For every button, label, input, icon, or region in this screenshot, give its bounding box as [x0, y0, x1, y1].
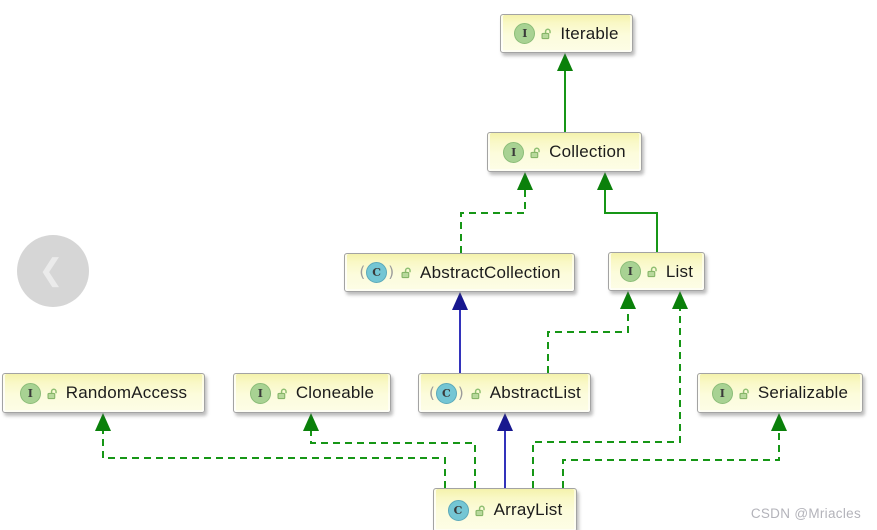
public-lock-icon	[475, 505, 485, 516]
edge-list-extends-collection	[604, 188, 658, 252]
class-name-label: List	[665, 261, 694, 281]
class-node-abstractcollection[interactable]: ( C ) AbstractCollection	[344, 253, 575, 292]
class-node-collection[interactable]: ( I ) Collection	[487, 132, 642, 172]
class-name-label: RandomAccess	[65, 383, 188, 402]
interface-icon: I	[249, 382, 271, 404]
class-name-label: Iterable	[560, 23, 619, 43]
arrowhead-abstractcollection	[452, 292, 468, 310]
class-node-randomaccess[interactable]: ( I ) RandomAccess	[2, 373, 205, 413]
public-lock-icon	[401, 267, 411, 279]
arrowhead-list	[672, 291, 688, 309]
interface-icon: I	[503, 141, 525, 163]
class-name-label: Cloneable	[295, 383, 375, 402]
interface-icon: I	[514, 23, 536, 44]
public-lock-icon	[739, 388, 749, 399]
abstract-class-icon: C	[366, 262, 388, 283]
edge-arraylist-implements-serializable	[562, 429, 780, 488]
class-name-label: Serializable	[757, 383, 849, 402]
class-name-label: Collection	[549, 142, 626, 161]
class-name-label: AbstractCollection	[420, 262, 561, 282]
abstract-paren-right: )	[457, 383, 464, 402]
edge-abstractcollection-implements-collection	[460, 188, 526, 253]
arrowhead-abstractlist	[497, 413, 513, 431]
arrowhead-collection	[517, 172, 533, 190]
watermark-text: CSDN @Mriacles	[750, 506, 861, 521]
public-lock-icon	[541, 28, 552, 40]
edge-arraylist-implements-cloneable	[310, 429, 476, 488]
public-lock-icon	[471, 388, 481, 399]
edge-abstractlist-implements-list	[547, 307, 629, 373]
class-node-arraylist[interactable]: ( C ) ArrayList	[433, 488, 577, 530]
abstract-class-icon: C	[435, 382, 457, 404]
class-node-iterable[interactable]: ( I ) Iterable	[500, 14, 633, 53]
class-node-list[interactable]: ( I ) List	[608, 252, 705, 291]
abstract-paren-right: )	[388, 263, 395, 281]
chevron-left-icon: ❮	[38, 253, 64, 288]
interface-icon: I	[19, 382, 41, 404]
abstract-paren-left: (	[359, 263, 366, 281]
arrowhead-iterable	[557, 53, 573, 71]
class-node-serializable[interactable]: ( I ) Serializable	[697, 373, 863, 413]
abstract-paren-left: (	[429, 383, 435, 402]
arrowhead-randomaccess	[95, 413, 111, 431]
class-icon: C	[447, 499, 469, 521]
carousel-prev-button[interactable]: ❮	[17, 235, 89, 307]
arrowhead-list	[620, 291, 636, 309]
interface-icon: I	[619, 261, 641, 282]
class-node-abstractlist[interactable]: ( C ) AbstractList	[418, 373, 591, 413]
public-lock-icon	[530, 147, 540, 158]
arrowhead-cloneable	[303, 413, 319, 431]
arrowhead-collection	[597, 172, 613, 190]
interface-icon: I	[711, 382, 733, 404]
class-node-cloneable[interactable]: ( I ) Cloneable	[233, 373, 391, 413]
class-name-label: ArrayList	[493, 500, 563, 519]
arrowhead-serializable	[771, 413, 787, 431]
public-lock-icon	[647, 266, 657, 278]
public-lock-icon	[277, 388, 287, 399]
public-lock-icon	[47, 388, 57, 399]
class-name-label: AbstractList	[489, 383, 581, 402]
edge-arraylist-implements-randomaccess	[102, 429, 446, 488]
